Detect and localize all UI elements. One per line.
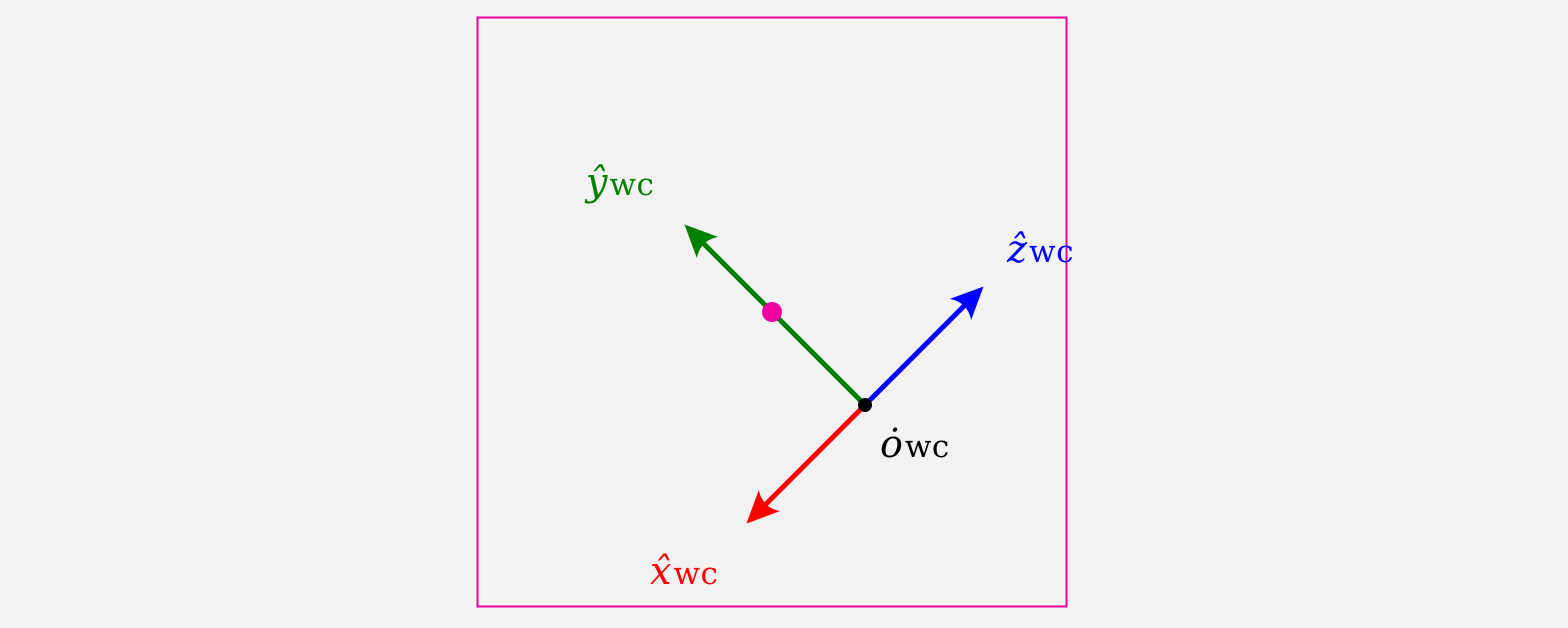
z-axis-subscript: wc — [1029, 234, 1074, 270]
origin-subscript: wc — [905, 429, 950, 465]
x-axis-label: x̂wc — [650, 549, 718, 593]
x-axis-subscript: wc — [673, 556, 718, 592]
z-axis-arrow — [863, 286, 984, 407]
z-axis-label: ẑwc — [1006, 227, 1074, 271]
y-axis-label: ŷwc — [584, 160, 654, 204]
y-axis-subscript: wc — [609, 167, 654, 203]
z-axis-symbol: ẑ — [1006, 227, 1028, 271]
origin-point — [858, 398, 872, 412]
origin-label: ȯwc — [880, 422, 950, 466]
y-axis-symbol: ŷ — [584, 160, 608, 204]
x-axis-arrow — [746, 403, 867, 524]
x-axis-symbol: x̂ — [650, 549, 671, 593]
point-marker — [762, 302, 782, 322]
viewport-frame — [476, 16, 1068, 608]
origin-symbol: ȯ — [880, 422, 903, 466]
